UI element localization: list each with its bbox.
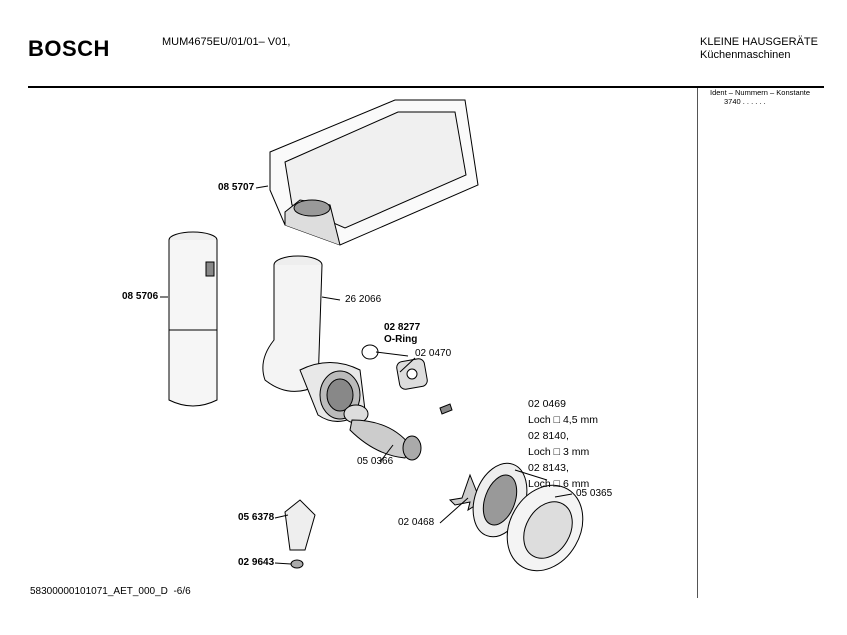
subcategory: Küchenmaschinen [700,49,791,61]
part-label-bearing: 02 0470 [415,348,452,359]
part-label-tray: 08 5707 [218,182,255,193]
disc-line: 02 8143, [528,462,569,474]
ident-value: 3740 . . . . . . [724,97,766,106]
side-divider [697,88,698,598]
footer: 58300000101071_AET_000_D -6/6 [30,586,191,597]
disc-line: Loch □ 6 mm [528,478,590,490]
bearing-drawing [396,358,453,415]
part-label-knife: 02 0468 [398,517,435,528]
nozzle-drawing [290,559,304,569]
disc-line: 02 0469 [528,398,566,410]
attachment-drawing [284,499,316,569]
part-label-worm: 05 0366 [357,456,394,467]
oring-drawing [361,344,379,360]
bosch-logo: BOSCH [28,36,110,61]
ring-nut-drawing [506,484,584,572]
part-label-oring: 02 8277 O-Ring [384,322,420,346]
leader-lines [160,185,573,565]
disc-line: Loch □ 4,5 mm [528,414,598,426]
disc-line: Loch □ 3 mm [528,446,590,458]
pusher-drawing [168,231,218,407]
part-label-housing: 26 2066 [345,294,382,305]
ident-label: Ident – Nummern – Konstante [710,88,811,97]
category-block: KLEINE HAUSGERÄTE Küchenmaschinen [700,36,818,62]
page-number: -6/6 [173,586,191,597]
oring-name: O-Ring [384,334,418,345]
part-label-pusher: 08 5706 [122,291,159,302]
model-number: MUM4675EU/01/01– V01, [162,36,291,48]
document-id: 58300000101071_AET_000_D [30,586,168,597]
category: KLEINE HAUSGERÄTE [700,36,818,48]
part-label-ring-nut: 05 0365 [576,488,613,499]
ident-block: Ident – Nummern – Konstante 3740 . . . .… [710,88,810,106]
housing-drawing [262,255,366,422]
oring-number: 02 8277 [384,322,421,333]
worm-drawing [343,404,422,461]
part-label-nozzle: 02 9643 [238,557,275,568]
header-divider [28,86,824,88]
part-label-attachment: 05 6378 [238,512,275,523]
disc-options: 02 0469 Loch □ 4,5 mm 02 8140, Loch □ 3 … [528,396,598,492]
tray-drawing [269,99,479,246]
disc-line: 02 8140, [528,430,569,442]
